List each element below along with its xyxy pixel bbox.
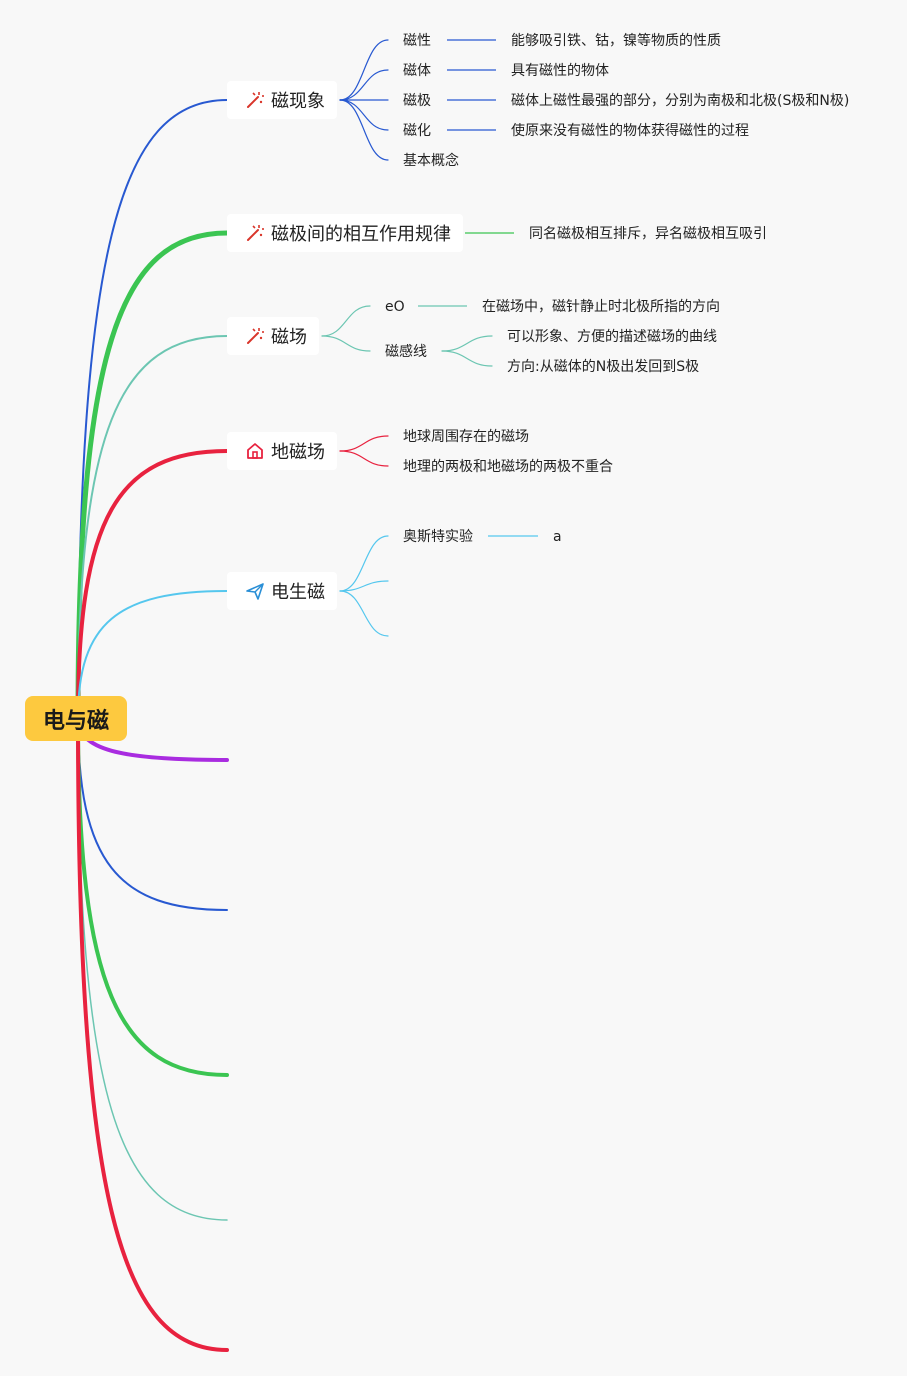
sub-connector bbox=[441, 335, 493, 352]
branch-node-pole-interaction[interactable]: 磁极间的相互作用规律 bbox=[227, 214, 463, 252]
topic-eo-detail[interactable]: 在磁场中，磁针静止时北极所指的方向 bbox=[482, 299, 720, 315]
branch-node-magnetic-phenomena[interactable]: 磁现象 bbox=[227, 81, 337, 119]
topic-magnet-detail[interactable]: 具有磁性的物体 bbox=[511, 63, 609, 79]
branch-label: 磁现象 bbox=[271, 91, 325, 112]
root-node[interactable]: 电与磁 bbox=[25, 696, 127, 741]
branch-node-electromagnetism[interactable]: 电生磁 bbox=[227, 572, 337, 610]
topic-magnet[interactable]: 磁体 bbox=[403, 63, 431, 79]
home-icon bbox=[245, 441, 265, 461]
magic-wand-icon bbox=[245, 223, 265, 243]
topic-field-lines-detail-2[interactable]: 方向:从磁体的N极出发回到S极 bbox=[507, 359, 700, 375]
sub-connector bbox=[339, 39, 389, 101]
topic-magnetic-pole-detail[interactable]: 磁体上磁性最强的部分，分别为南极和北极(S极和N极) bbox=[511, 93, 850, 109]
sub-connector bbox=[339, 99, 389, 131]
sub-connector bbox=[339, 535, 389, 592]
topic-poles-mismatch[interactable]: 地理的两极和地磁场的两极不重合 bbox=[403, 459, 613, 475]
branch-label: 电生磁 bbox=[271, 582, 325, 603]
topic-earth-field[interactable]: 地球周围存在的磁场 bbox=[403, 429, 529, 445]
root-label: 电与磁 bbox=[42, 708, 109, 734]
topic-oersted-detail[interactable]: a bbox=[553, 529, 562, 545]
sub-connector bbox=[339, 69, 389, 101]
branch-connector bbox=[77, 99, 228, 719]
topic-magnetization[interactable]: 磁化 bbox=[403, 123, 431, 139]
topic-eo[interactable]: eO bbox=[385, 299, 405, 315]
sub-connector bbox=[339, 580, 389, 592]
magic-wand-icon bbox=[245, 326, 265, 346]
magic-wand-icon bbox=[245, 90, 265, 110]
branch-connector bbox=[75, 230, 230, 721]
branch-connector bbox=[76, 716, 229, 1352]
sub-connector bbox=[339, 99, 389, 161]
topic-magnetism-detail[interactable]: 能够吸引铁、钴，镍等物质的性质 bbox=[511, 33, 721, 49]
sub-connector bbox=[339, 435, 389, 452]
branch-node-geomagnetic-field[interactable]: 地磁场 bbox=[227, 432, 337, 470]
topic-field-lines-detail-1[interactable]: 可以形象、方便的描述磁场的曲线 bbox=[507, 329, 717, 345]
sub-connector bbox=[339, 590, 389, 637]
branch-connector bbox=[76, 716, 229, 1077]
branch-connector bbox=[77, 335, 228, 719]
topic-pole-rule-detail[interactable]: 同名磁极相互排斥，异名磁极相互吸引 bbox=[529, 226, 767, 242]
paper-plane-icon bbox=[245, 581, 265, 601]
topic-magnetic-pole[interactable]: 磁极 bbox=[403, 93, 431, 109]
topic-magnetization-detail[interactable]: 使原来没有磁性的物体获得磁性的过程 bbox=[511, 123, 749, 139]
sub-connector bbox=[321, 335, 371, 352]
topic-basic-concepts[interactable]: 基本概念 bbox=[403, 153, 459, 169]
topic-oersted-experiment[interactable]: 奥斯特实验 bbox=[403, 529, 473, 545]
sub-connector bbox=[339, 450, 389, 467]
branch-label: 磁极间的相互作用规律 bbox=[271, 224, 451, 245]
branch-label: 磁场 bbox=[271, 327, 307, 348]
topic-magnetism[interactable]: 磁性 bbox=[403, 33, 431, 49]
branch-node-magnetic-field[interactable]: 磁场 bbox=[227, 317, 319, 355]
branch-connector bbox=[77, 590, 228, 719]
sub-connector bbox=[321, 305, 371, 337]
sub-connector bbox=[441, 350, 493, 367]
branch-connector bbox=[76, 449, 229, 720]
topic-field-lines[interactable]: 磁感线 bbox=[385, 344, 427, 360]
branch-label: 地磁场 bbox=[271, 442, 325, 463]
